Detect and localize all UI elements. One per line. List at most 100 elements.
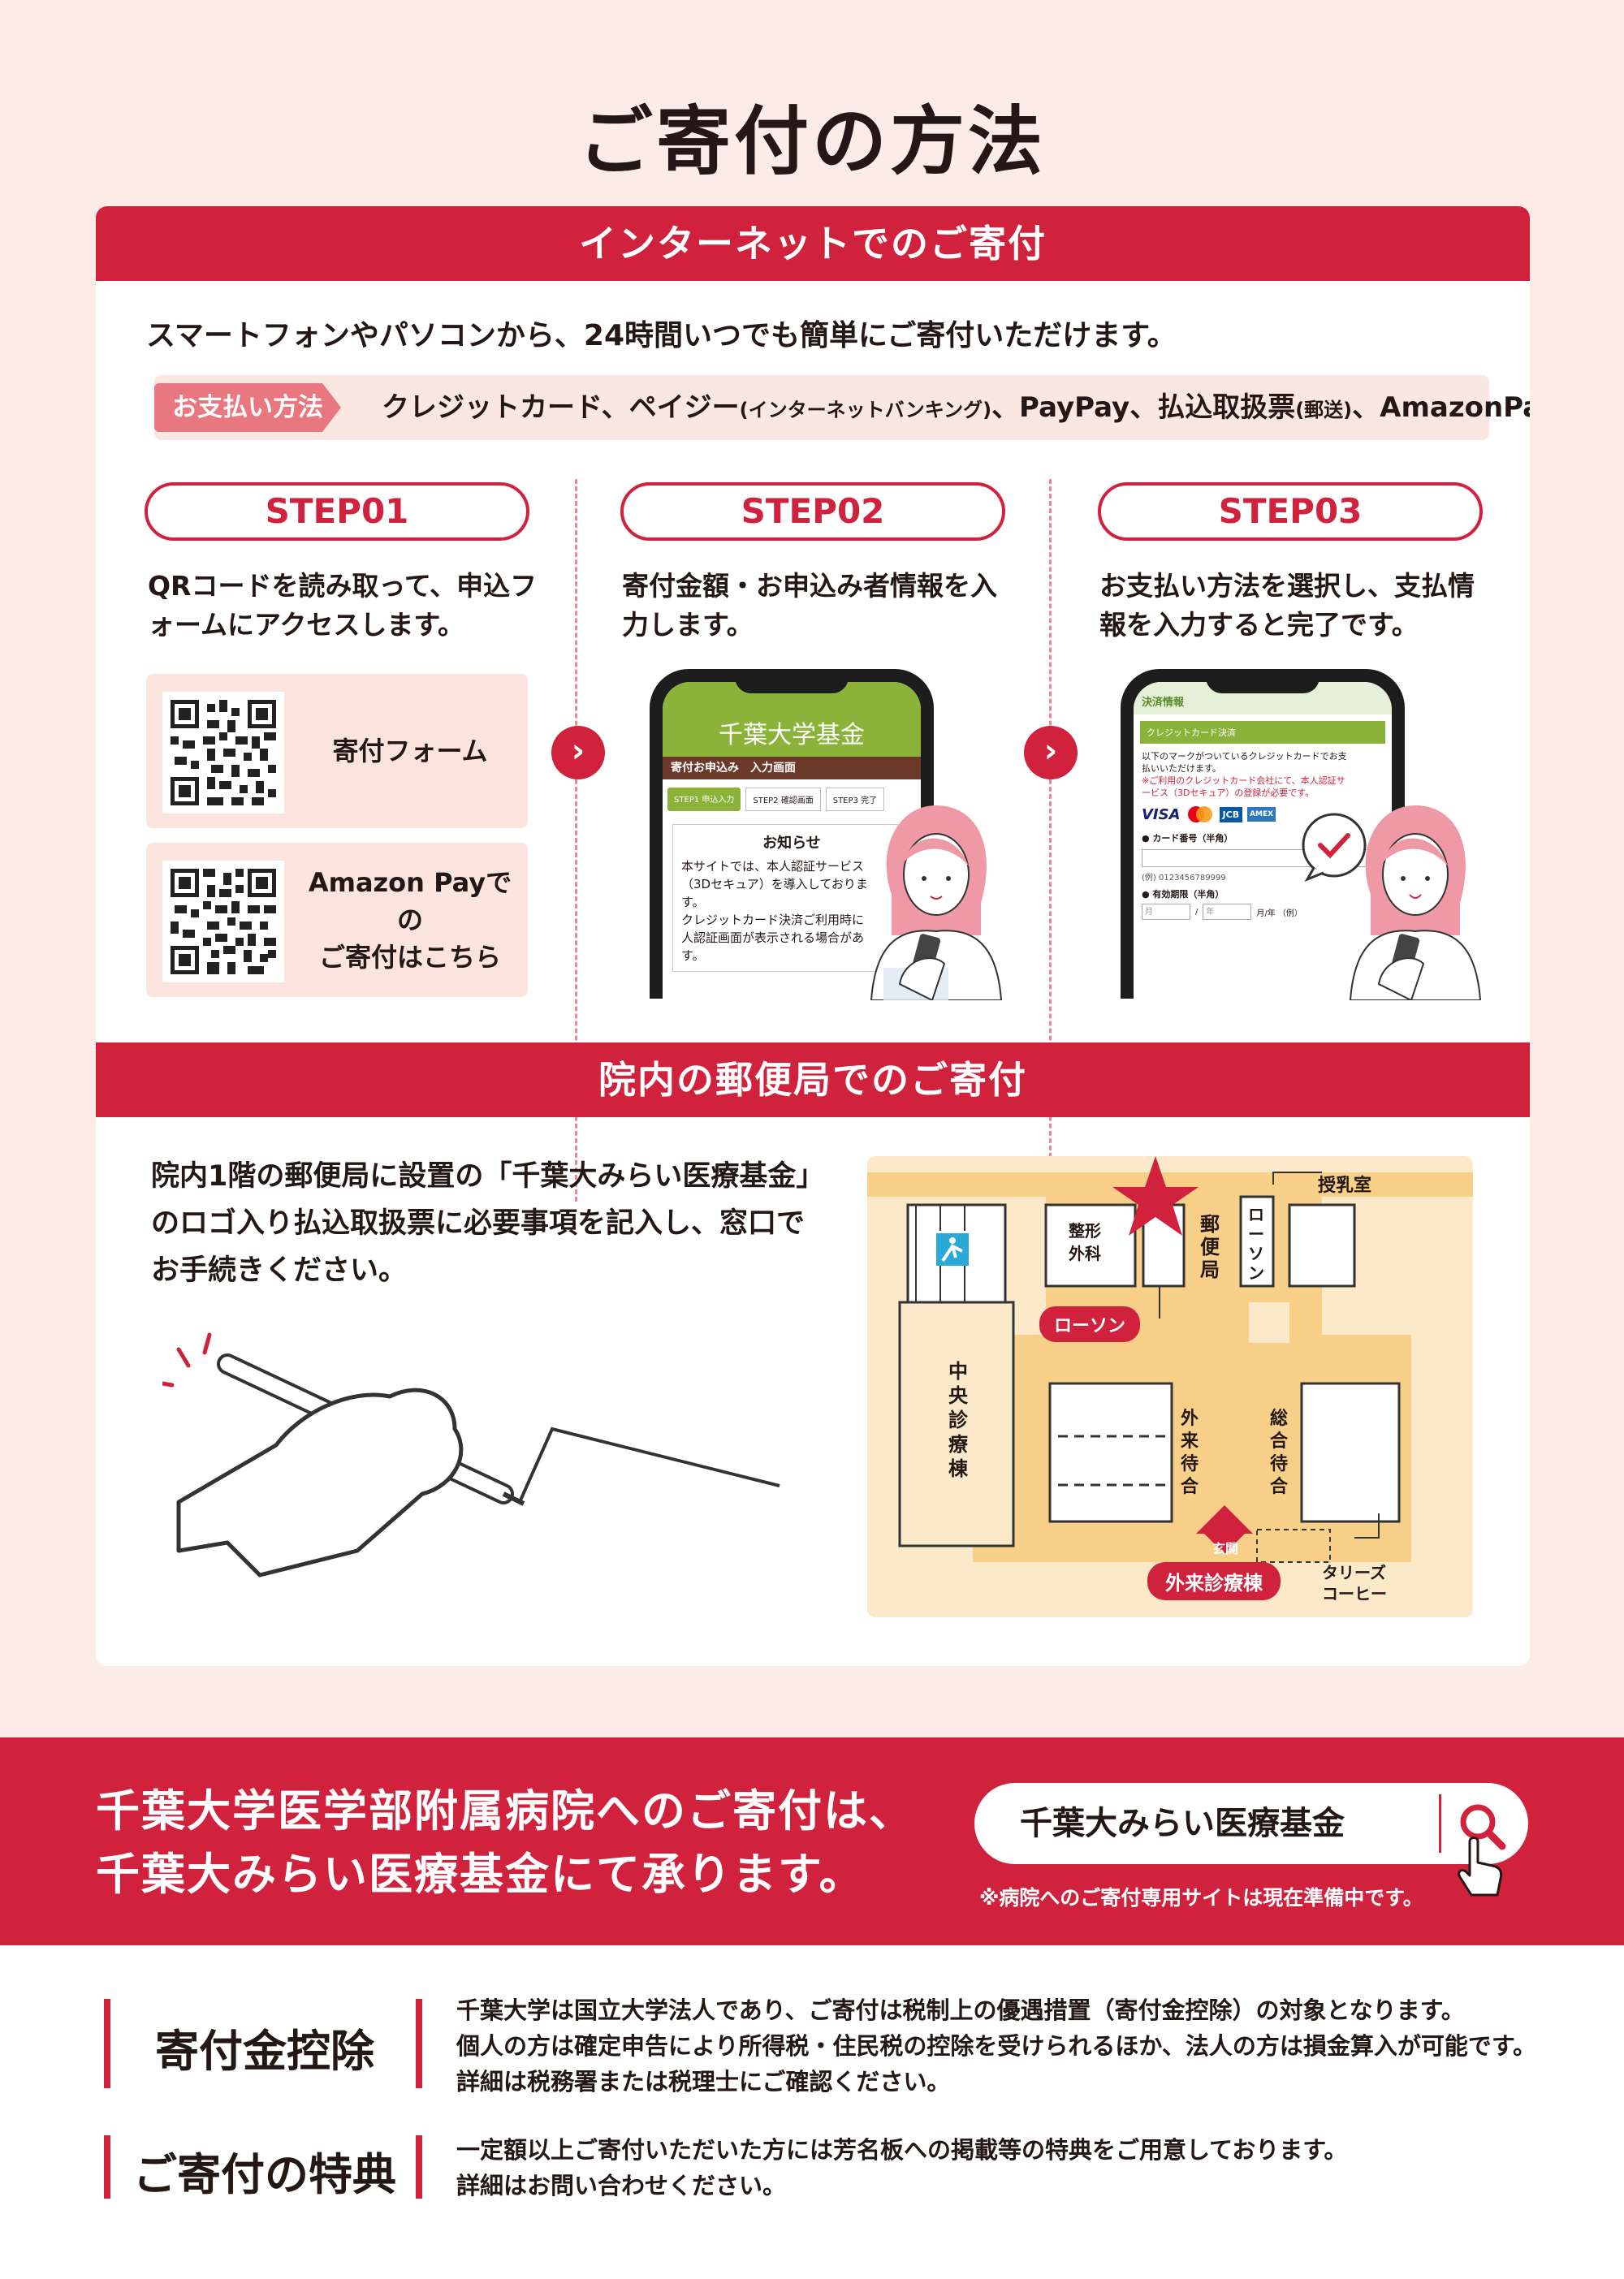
phone2-desc: 以下のマークがついているクレジットカードでお支 払いいただけます。 ※ご利用のク… <box>1134 750 1392 799</box>
woman-with-phone-illustration <box>1349 805 1482 1000</box>
hand-pointer-icon <box>1458 1837 1503 1897</box>
phone-tab2: STEP2 確認画面 <box>745 788 821 811</box>
phone2-line: 払いいただけます。 <box>1142 763 1221 774</box>
phone-notice: お知らせ 本サイトでは、本人認証サービス （3Dセキュア）を導入しておりま す。… <box>672 824 911 972</box>
info-section <box>0 1945 1624 2279</box>
card-number-label: ● カード番号（半角） <box>1142 833 1233 844</box>
fund-search-box[interactable]: 千葉大みらい医療基金 <box>974 1783 1528 1864</box>
expiry-inputs: 月 / 年 月/年 （例） <box>1134 902 1392 922</box>
phone2-line: 以下のマークがついているクレジットカードでお支 <box>1142 751 1347 762</box>
qr-code-icon <box>162 692 284 814</box>
benefit-heading: ご寄付の特典 <box>133 2149 396 2200</box>
map-lawson-tag: ローソン <box>1039 1306 1141 1342</box>
banner-line: 千葉大学医学部附属病院へのご寄付は、 <box>96 1785 914 1837</box>
map-entrance: 玄関 <box>1212 1541 1239 1556</box>
notice-line: 本サイトでは、本人認証サービス <box>681 859 865 874</box>
mastercard-icon <box>1187 806 1212 822</box>
notice-line: クレジットカード決済ご利用時に <box>681 913 865 927</box>
pay-methods-rest: 、PayPay、払込取扱票 <box>991 391 1296 424</box>
jcb-icon: JCB <box>1219 806 1243 822</box>
phone-step-tabs: STEP1 申込入力 STEP2 確認画面 STEP3 完了 <box>663 779 921 819</box>
notice-line: 人認証画面が表示される場合があ <box>681 930 865 945</box>
qr-donation-form[interactable]: 寄付フォーム <box>146 674 528 828</box>
expiry-label: ● 有効期限（半角） <box>1142 889 1224 900</box>
phone-notch <box>735 669 849 693</box>
chevron-right-icon: › <box>1024 726 1078 779</box>
step01-text: QRコードを読み取って、申込フォームにアクセスします。 <box>148 570 538 641</box>
map-central-building: 中央診療棟 <box>948 1360 968 1480</box>
post-text-line: のロゴ入り払込取扱票に必要事項を記入し、窓口で <box>151 1207 806 1240</box>
visa-icon: VISA <box>1142 805 1181 823</box>
qr-code-icon <box>162 861 284 982</box>
map-post-office: 郵便局 <box>1200 1213 1220 1281</box>
search-icon[interactable] <box>1453 1798 1510 1854</box>
woman-with-phone-illustration <box>870 805 1003 1000</box>
phone-subbar: 寄付お申込み 入力画面 <box>663 757 921 779</box>
qr-amazon-pay[interactable]: Amazon Payでのご寄付はこちら <box>146 843 528 997</box>
hospital-floor-map: 授乳室 整形外科 郵便局 ローソン ローソン 中央診療棟 外来待合 総合待合 玄… <box>867 1156 1473 1617</box>
expiry-month-input[interactable]: 月 <box>1142 904 1190 920</box>
card-brands: VISA JCB AMEX <box>1134 799 1392 830</box>
expiry-year-input[interactable]: 年 <box>1203 904 1252 920</box>
fund-note: ※病院へのご寄付専用サイトは現在準備中です。 <box>979 1886 1423 1910</box>
step-divider <box>1049 479 1052 1202</box>
banner-line: 千葉大みらい医療基金にて承ります。 <box>96 1849 865 1900</box>
qr-amazon-pay-label: Amazon Payでのご寄付はこちら <box>300 843 520 997</box>
tax-line: 詳細は税務署または税理士にご確認ください。 <box>456 2068 951 2096</box>
map-ortho-line: 外科 <box>1069 1244 1101 1263</box>
expiry-suffix: 月/年 （例） <box>1256 909 1302 918</box>
tax-line: 千葉大学は国立大学法人であり、ご寄付は税制上の優遇措置（寄付金控除）の対象となり… <box>456 1996 1465 2024</box>
search-divider <box>1439 1794 1441 1853</box>
fund-banner-text: 千葉大学医学部附属病院へのご寄付は、 千葉大みらい医療基金にて承ります。 <box>96 1780 914 1906</box>
map-orthopedics: 整形外科 <box>1069 1219 1101 1265</box>
post-instructions: 院内1階の郵便局に設置の「千葉大みらい医療基金」 のロゴ入り払込取扱票に必要事項… <box>151 1153 866 1294</box>
benefit-line: 一定額以上ご寄付いただいた方には芳名板への掲載等の特典をご用意しております。 <box>456 2136 1348 2164</box>
phone-mockup-step03: 決済情報 クレジットカード決済 以下のマークがついているクレジットカードでお支 … <box>1121 669 1405 999</box>
payment-label: お支払い方法 <box>154 383 341 432</box>
pay-methods-main: クレジットカード、ペイジー <box>382 391 740 424</box>
phone-tab1: STEP1 申込入力 <box>667 788 741 811</box>
map-general-waiting: 総合待合 <box>1270 1409 1289 1497</box>
map-outpatient-tag: 外来診療棟 <box>1147 1562 1281 1600</box>
checkmark-icon <box>1302 813 1367 882</box>
phone-notch <box>1206 669 1320 693</box>
tax-bar-right <box>416 1999 422 2088</box>
pay-methods-note: (インターネットバンキング) <box>739 399 992 421</box>
tax-heading: 寄付金控除 <box>155 2026 374 2077</box>
search-text: 千葉大みらい医療基金 <box>1020 1805 1345 1842</box>
expiry-slash: / <box>1195 907 1199 917</box>
phone2-section: クレジットカード決済 <box>1140 721 1385 744</box>
phone-screen: 千葉大学基金 寄付お申込み 入力画面 STEP1 申込入力 STEP2 確認画面… <box>663 682 921 999</box>
hand-writing-icon <box>162 1332 780 1578</box>
qr-donation-form-label: 寄付フォーム <box>332 736 488 766</box>
map-tullys-line: コーヒー <box>1322 1584 1387 1604</box>
map-tullys-line: タリーズ <box>1322 1563 1386 1582</box>
step03-pill: STEP03 <box>1098 482 1483 541</box>
phone-screen: 決済情報 クレジットカード決済 以下のマークがついているクレジットカードでお支 … <box>1134 682 1392 999</box>
map-tullys: タリーズコーヒー <box>1322 1562 1387 1604</box>
phone-mockup-step02: 千葉大学基金 寄付お申込み 入力画面 STEP1 申込入力 STEP2 確認画面… <box>650 669 934 999</box>
notice-line: （3Dセキュア）を導入しておりま <box>681 877 868 891</box>
benefit-line: 詳細はお問い合わせください。 <box>456 2172 787 2199</box>
internet-intro: スマートフォンやパソコンから、24時間いつでも簡単にご寄付いただけます。 <box>146 319 1177 352</box>
payment-methods: クレジットカード、ペイジー(インターネットバンキング)、PayPay、払込取扱票… <box>382 375 1530 442</box>
benefit-bar-left <box>104 2135 110 2199</box>
amazon-label-line2: ご寄付はこちら <box>318 942 501 973</box>
post-text-line: お手続きください。 <box>151 1254 408 1287</box>
amazon-label-line1: Amazon Payでの <box>308 867 512 935</box>
notice-title: お知らせ <box>762 835 821 852</box>
elevator-icon <box>936 1233 969 1266</box>
map-nursing-room: 授乳室 <box>1318 1176 1372 1196</box>
phone2-line: ※ご利用のクレジットカード会社にて、本人認証サ <box>1142 775 1345 786</box>
payment-methods-bar: お支払い方法 クレジットカード、ペイジー(インターネットバンキング)、PayPa… <box>154 375 1530 440</box>
amex-icon: AMEX <box>1247 807 1276 822</box>
step03-text: お支払い方法を選択し、支払情報を入力すると完了です。 <box>1099 570 1475 641</box>
phone2-line: ービス（3Dセキュア）の登録が必要です。 <box>1142 788 1315 798</box>
internet-heading: インターネットでのご寄付 <box>96 206 1530 281</box>
donation-methods-card: インターネットでのご寄付 スマートフォンやパソコンから、24時間いつでも簡単にご… <box>96 206 1530 1666</box>
chevron-right-icon: › <box>551 726 605 779</box>
map-drawing <box>867 1156 1473 1563</box>
notice-line: す。 <box>681 895 705 909</box>
map-outpatient-waiting: 外来待合 <box>1181 1409 1199 1497</box>
